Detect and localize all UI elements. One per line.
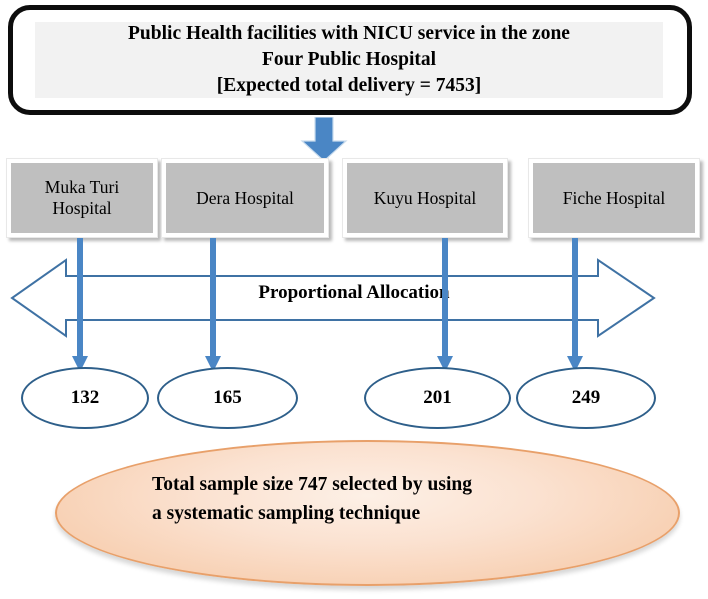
hospital-label: Dera Hospital xyxy=(196,187,294,208)
sample-value: 132 xyxy=(70,387,100,408)
title-line-1: Public Health facilities with NICU servi… xyxy=(128,22,570,44)
total-sample-ellipse: Total sample size 747 selected by using … xyxy=(55,440,680,586)
hospital-box-kuyu[interactable]: Kuyu Hospital xyxy=(342,158,508,238)
sample-ellipse-fiche: 249 xyxy=(516,367,656,429)
sample-ellipse-muka-turi: 132 xyxy=(21,367,149,429)
hospital-label: Fiche Hospital xyxy=(562,187,666,208)
sample-value: 201 xyxy=(423,387,452,408)
down-block-arrow-icon xyxy=(299,116,349,162)
sample-value: 165 xyxy=(213,387,242,408)
hospital-box-fill: Kuyu Hospital xyxy=(347,163,503,233)
connector-arrow-3 xyxy=(436,238,454,374)
hospital-box-muka-turi[interactable]: Muka Turi Hospital xyxy=(6,158,158,238)
connector-arrow-4 xyxy=(566,238,584,374)
hospital-box-fill: Muka Turi Hospital xyxy=(11,163,153,233)
sample-ellipse-dera: 165 xyxy=(157,367,298,429)
hospital-label: Muka Turi Hospital xyxy=(44,177,120,218)
total-sample-text: Total sample size 747 selected by using … xyxy=(152,470,572,529)
total-line-1: Total sample size 747 selected by using xyxy=(152,474,472,495)
connector-arrow-2 xyxy=(204,238,222,374)
title-box: Public Health facilities with NICU servi… xyxy=(8,5,692,115)
double-headed-arrow-icon xyxy=(8,258,656,338)
total-line-2: a systematic sampling technique xyxy=(152,503,421,525)
sample-value: 249 xyxy=(571,387,601,408)
sample-ellipse-kuyu: 201 xyxy=(364,367,511,429)
hospital-box-fill: Fiche Hospital xyxy=(533,163,695,233)
title-line-3: [Expected total delivery = 7453] xyxy=(216,75,482,97)
hospital-box-fiche[interactable]: Fiche Hospital xyxy=(528,158,700,238)
hospital-box-dera[interactable]: Dera Hospital xyxy=(161,158,329,238)
title-line-2: Four Public Hospital xyxy=(261,48,437,70)
title-box-inner: Public Health facilities with NICU servi… xyxy=(35,22,663,98)
connector-arrow-1 xyxy=(71,238,89,374)
hospital-box-fill: Dera Hospital xyxy=(166,163,324,233)
hospital-label: Kuyu Hospital xyxy=(373,187,477,208)
